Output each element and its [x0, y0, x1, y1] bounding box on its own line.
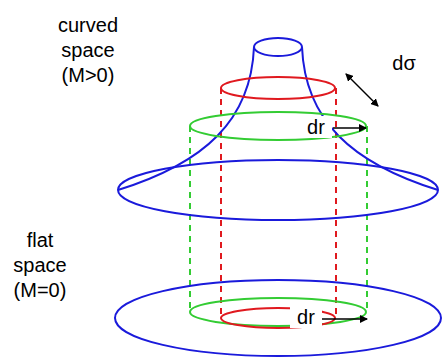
flat-green-ring: [190, 298, 366, 326]
dimension-label: dr: [300, 116, 332, 138]
funnel-side: [118, 47, 254, 190]
dsigma-arrow: [346, 74, 378, 106]
green-dash: [366, 126, 368, 312]
dr-arrow: [333, 127, 366, 129]
dimension-label: dr: [290, 306, 322, 328]
red-dash: [220, 88, 222, 318]
dimension-label: dσ: [384, 52, 424, 74]
region-label: curved space (M>0): [50, 13, 126, 88]
base-ring: [118, 160, 438, 220]
green-ring: [190, 112, 366, 140]
top-ring: [254, 38, 302, 56]
flat-ring: [115, 280, 441, 356]
region-label: flat space (M=0): [2, 228, 78, 303]
dr-arrow: [320, 318, 367, 320]
red-dash: [335, 88, 337, 318]
red-ring: [221, 77, 335, 99]
green-dash: [189, 126, 191, 312]
